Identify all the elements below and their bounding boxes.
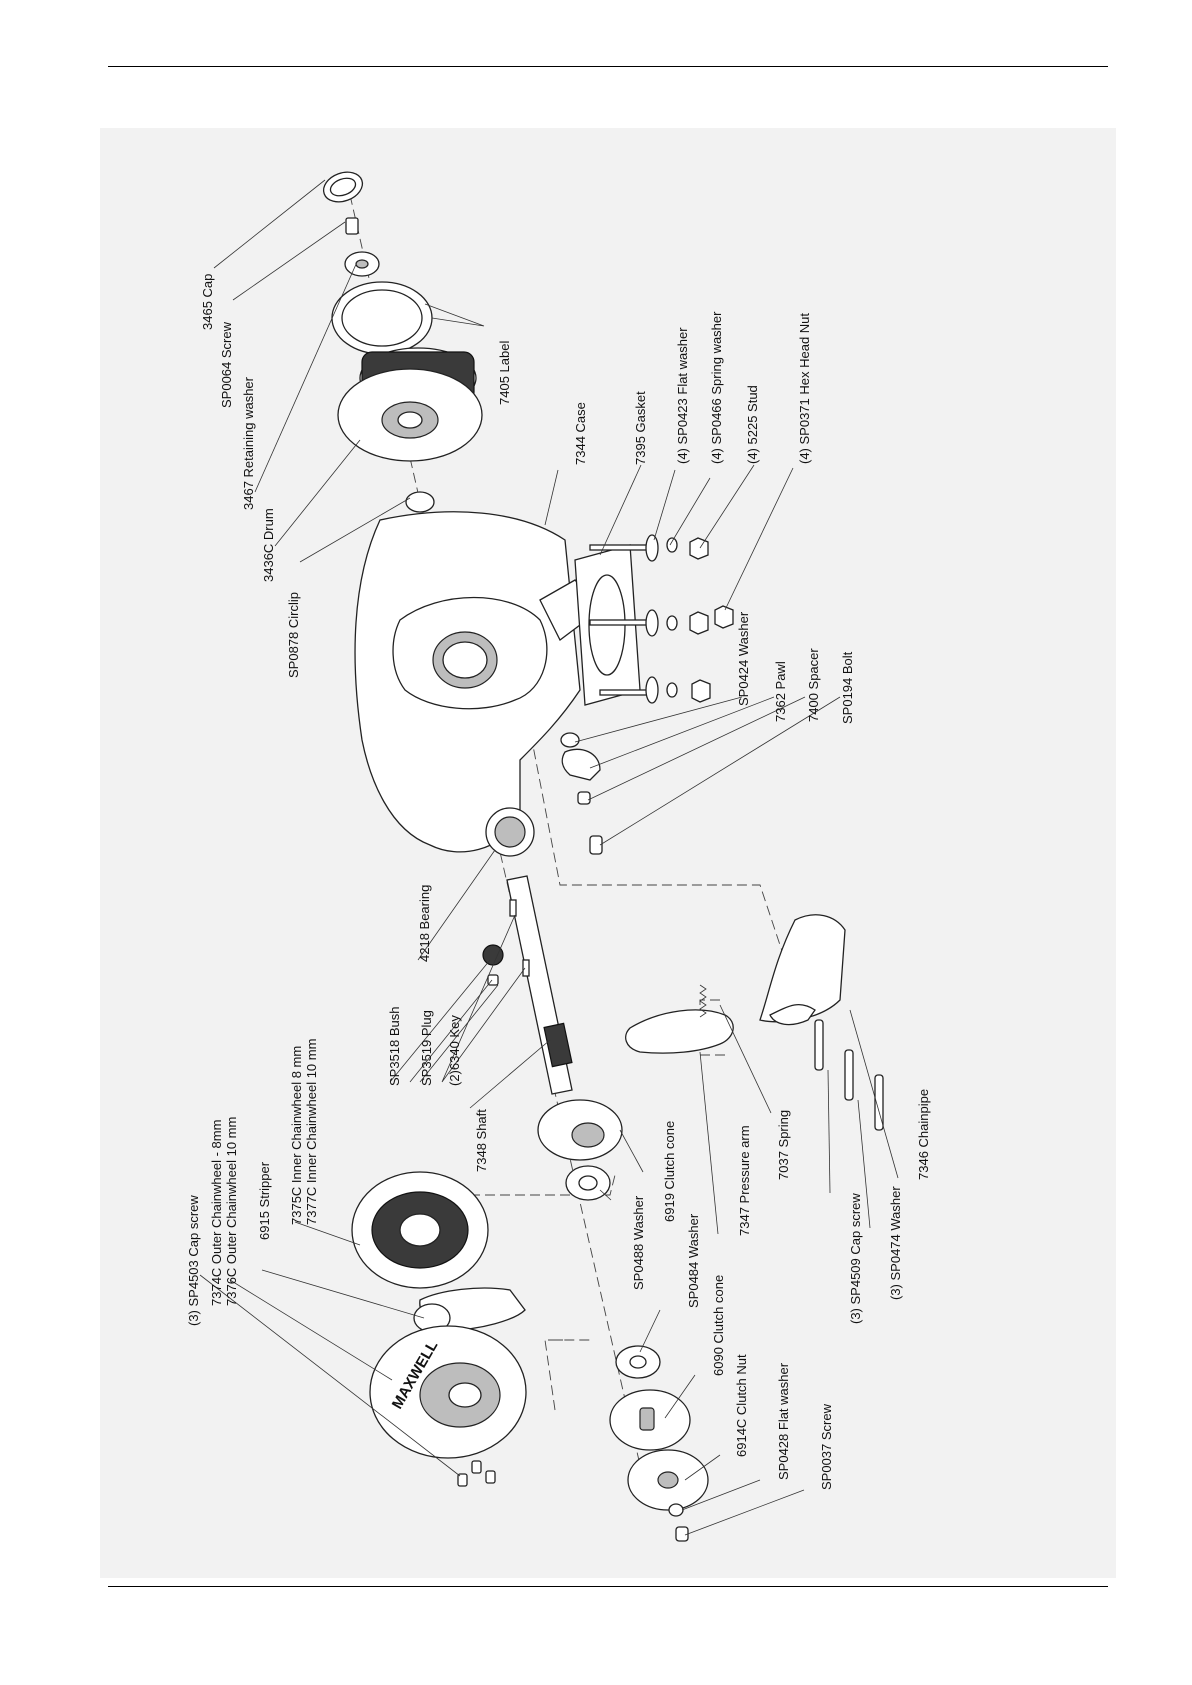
label-part-inner bbox=[341, 289, 423, 347]
label-inner-chainwheel-7377c: 7377C Inner Chainwheel 10 mm bbox=[304, 1039, 319, 1225]
cap-screw-sp4509-set bbox=[814, 1019, 884, 1131]
chainpipe-lip bbox=[769, 1003, 816, 1026]
flat-washer-set bbox=[645, 534, 659, 704]
label-gasket-7395: 7395 Gasket bbox=[633, 391, 648, 465]
label-bolt-sp0194: SP0194 Bolt bbox=[840, 651, 855, 724]
bearing-bore bbox=[494, 816, 526, 848]
clutch-nut-hub bbox=[657, 1471, 679, 1489]
bottom-rule bbox=[108, 1586, 1108, 1587]
label-case-7344: 7344 Case bbox=[573, 402, 588, 465]
bush-part bbox=[482, 944, 504, 966]
label-key-6340: (2)6340 Key bbox=[447, 1015, 462, 1086]
label-cap-3465: 3465 Cap bbox=[200, 274, 215, 330]
label-cap-screw-sp4509: (3) SP4509 Cap screw bbox=[848, 1193, 863, 1324]
label-washer-sp0424: SP0424 Washer bbox=[736, 611, 751, 706]
label-pressure-arm-7347: 7347 Pressure arm bbox=[737, 1125, 752, 1236]
key-part-1 bbox=[509, 899, 517, 917]
label-stripper-6915: 6915 Stripper bbox=[257, 1161, 272, 1240]
label-washer-sp0474: (3) SP0474 Washer bbox=[888, 1186, 903, 1300]
retaining-washer-hole bbox=[355, 259, 369, 269]
label-screw-sp0037: SP0037 Screw bbox=[819, 1403, 834, 1490]
label-outer-chainwheel-7376c: 7376C Outer Chainwheel 10 mm bbox=[224, 1117, 239, 1306]
label-shaft-7348: 7348 Shaft bbox=[474, 1109, 489, 1172]
label-hex-nut-sp0371: (4) SP0371 Hex Head Nut bbox=[797, 313, 812, 464]
label-washer-sp0484: SP0484 Washer bbox=[686, 1213, 701, 1308]
case-part bbox=[354, 511, 601, 853]
label-bush-sp3518: SP3518 Bush bbox=[387, 1006, 402, 1086]
dash-clutch-link bbox=[470, 1174, 616, 1196]
dash-chainwheel-link bbox=[544, 1339, 590, 1411]
screw-sp0037-part bbox=[675, 1526, 689, 1542]
label-clutch-cone-6090: 6090 Clutch cone bbox=[711, 1275, 726, 1376]
label-spring-7037: 7037 Spring bbox=[776, 1110, 791, 1180]
washer-sp0424-part bbox=[560, 732, 580, 748]
label-flat-washer-sp0428: SP0428 Flat washer bbox=[776, 1362, 791, 1480]
label-clutch-nut-6914c: 6914C Clutch Nut bbox=[734, 1354, 749, 1457]
part-labels: 3465 Cap SP0064 Screw 3467 Retaining was… bbox=[186, 274, 931, 1490]
label-inner-chainwheel-7375c: 7375C Inner Chainwheel 8 mm bbox=[289, 1046, 304, 1225]
washer-sp0488-hole bbox=[578, 1175, 598, 1191]
label-screw-sp0064: SP0064 Screw bbox=[219, 321, 234, 408]
key-part-2 bbox=[522, 959, 530, 977]
pawl-part bbox=[561, 748, 601, 781]
inner-chainwheel-part bbox=[351, 1171, 489, 1289]
spring-part bbox=[699, 984, 707, 1018]
label-spring-washer-sp0466: (4) SP0466 Spring washer bbox=[709, 311, 724, 464]
leader-lines bbox=[199, 179, 899, 1536]
screw-part bbox=[345, 217, 359, 235]
cap-screw-sp4503-set bbox=[457, 1460, 496, 1487]
bolt-part bbox=[589, 835, 603, 855]
clutch-cone-6090-slot bbox=[639, 1407, 655, 1431]
circlip-part bbox=[405, 491, 435, 513]
label-washer-sp0488: SP0488 Washer bbox=[631, 1195, 646, 1290]
label-plug-sp3519: SP3519 Plug bbox=[419, 1010, 434, 1086]
label-label-7405: 7405 Label bbox=[497, 341, 512, 405]
label-cap-screw-sp4503: (3) SP4503 Cap screw bbox=[186, 1195, 201, 1326]
hex-nut-set bbox=[689, 537, 734, 703]
label-circlip-sp0878: SP0878 Circlip bbox=[286, 592, 301, 678]
label-stud-5225: (4) 5225 Stud bbox=[745, 385, 760, 464]
label-bearing-4218: 4218 Bearing bbox=[417, 885, 432, 962]
cap-part-inner bbox=[329, 177, 357, 197]
clutch-cone-6919-bore bbox=[571, 1122, 605, 1148]
spring-washer-set bbox=[666, 537, 678, 698]
pressure-arm-part bbox=[625, 1009, 734, 1054]
spacer-part bbox=[577, 791, 591, 805]
label-drum-3436c: 3436C Drum bbox=[261, 508, 276, 582]
dash-pawl-to-chainpipe bbox=[527, 719, 791, 976]
washer-sp0484-hole bbox=[629, 1355, 647, 1369]
label-pawl-7362: 7362 Pawl bbox=[773, 661, 788, 722]
flat-washer-sp0428-part bbox=[668, 1503, 684, 1517]
label-spacer-7400: 7400 Spacer bbox=[806, 648, 821, 722]
label-flat-washer-sp0423: (4) SP0423 Flat washer bbox=[675, 327, 690, 464]
drum-part bbox=[337, 347, 483, 462]
outer-chainwheel-part: MAXWELL bbox=[369, 1325, 527, 1459]
shaft-thread bbox=[543, 1022, 573, 1068]
label-outer-chainwheel-7374c: 7374C Outer Chainwheel - 8mm bbox=[209, 1120, 224, 1306]
label-clutch-cone-6919: 6919 Clutch cone bbox=[662, 1121, 677, 1222]
top-rule bbox=[108, 66, 1108, 67]
diagram-panel bbox=[100, 128, 1116, 1578]
label-retaining-washer-3467: 3467 Retaining washer bbox=[241, 376, 256, 510]
label-chainpipe-7346: 7346 Chainpipe bbox=[916, 1089, 931, 1180]
